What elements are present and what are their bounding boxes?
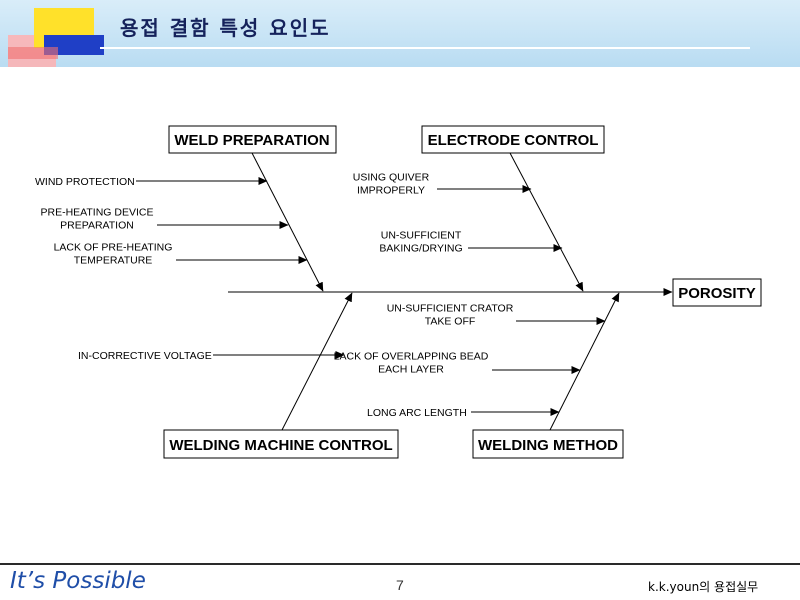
bone-welding-method: [549, 292, 620, 431]
bone-electrode-control: [509, 152, 584, 292]
cause-label-in-corrective-voltage: IN-CORRECTIVE VOLTAGE: [78, 350, 212, 362]
effect-box: POROSITY: [672, 278, 762, 307]
page-number: 7: [396, 577, 404, 593]
category-box-welding-method: WELDING METHOD: [472, 429, 624, 459]
cause-label-long-arc-length: LONG ARC LENGTH: [367, 407, 467, 419]
title-underline: [100, 47, 750, 49]
category-label-electrode-control: ELECTRODE CONTROL: [428, 132, 599, 149]
category-box-welding-machine-control: WELDING MACHINE CONTROL: [163, 429, 399, 459]
footer-divider: [0, 563, 800, 565]
page-title: 용접 결함 특성 요인도: [120, 16, 331, 40]
cause-label-wind-protection: WIND PROTECTION: [35, 176, 135, 188]
author-credit: k.k.youn의 용접실무: [648, 580, 759, 594]
decorative-blue-bar: [44, 35, 104, 55]
effect-label: POROSITY: [678, 285, 756, 302]
brand-slogan: It’s Possible: [10, 568, 146, 594]
bone-welding-machine-control: [281, 292, 353, 431]
decorative-red-bar: [8, 47, 58, 59]
category-box-electrode-control: ELECTRODE CONTROL: [421, 125, 605, 154]
category-label-welding-machine-control: WELDING MACHINE CONTROL: [169, 437, 392, 454]
category-label-weld-preparation: WELD PREPARATION: [174, 132, 329, 149]
bone-weld-preparation: [251, 152, 324, 292]
category-label-welding-method: WELDING METHOD: [478, 437, 618, 454]
category-box-weld-preparation: WELD PREPARATION: [168, 125, 337, 154]
header-banner: 용접 결함 특성 요인도: [0, 0, 800, 67]
